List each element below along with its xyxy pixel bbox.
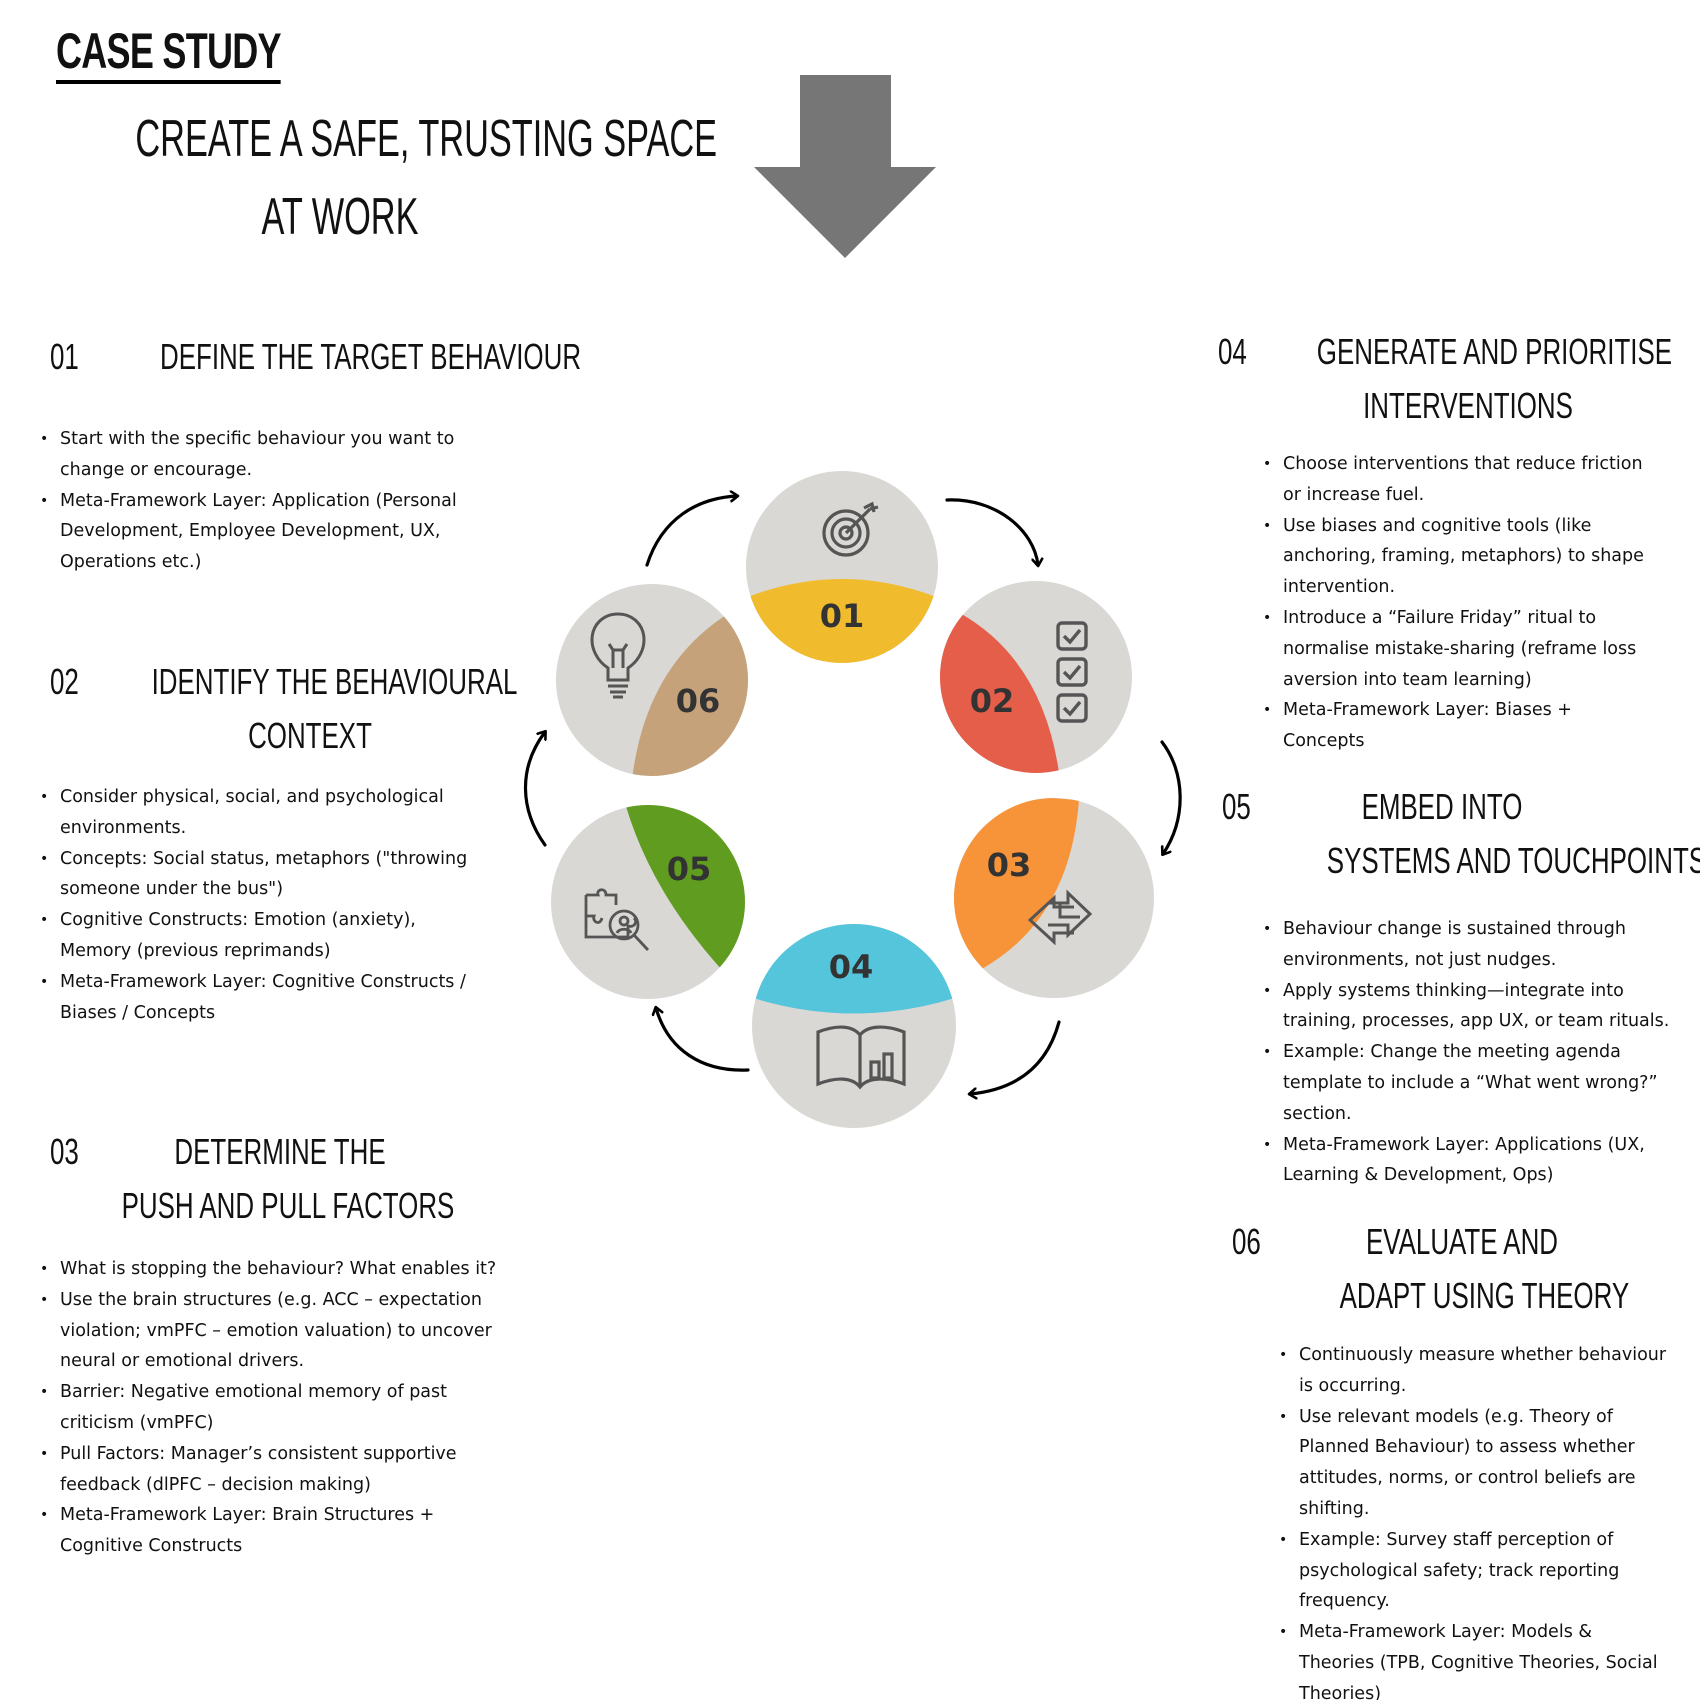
list-item: Use relevant models (e.g. Theory ofPlann… (1279, 1402, 1666, 1525)
section-05-bullets: Behaviour change is sustained throughenv… (1263, 914, 1669, 1191)
list-item: Example: Change the meeting agendatempla… (1263, 1037, 1669, 1129)
cycle-node-03: 03 (954, 798, 1154, 998)
cycle-node-06-label: 06 (676, 682, 721, 720)
cycle-node-01: 01 (746, 471, 938, 663)
list-item: Barrier: Negative emotional memory of pa… (40, 1377, 496, 1439)
section-06-number: 06 (1232, 1221, 1261, 1262)
list-item: Use biases and cognitive tools (likeanch… (1263, 511, 1644, 603)
list-item: Use the brain structures (e.g. ACC – exp… (40, 1285, 496, 1377)
section-01-title: DEFINE THE TARGET BEHAVIOUR (90, 330, 590, 384)
list-item: Behaviour change is sustained throughenv… (1263, 914, 1669, 976)
cycle-connectors (523, 496, 1182, 1094)
section-06-title: EVALUATE AND ADAPT USING THEORY (1292, 1215, 1632, 1323)
cycle-node-03-label: 03 (987, 846, 1032, 884)
list-item: Choose interventions that reduce frictio… (1263, 449, 1644, 511)
list-item: What is stopping the behaviour? What ena… (40, 1254, 496, 1285)
section-03-title: DETERMINE THE PUSH AND PULL FACTORS (60, 1125, 500, 1233)
list-item: Apply systems thinking—integrate intotra… (1263, 976, 1669, 1038)
cycle-node-04-label: 04 (829, 948, 874, 986)
connector-03-04 (970, 1020, 1061, 1094)
list-item: Consider physical, social, and psycholog… (40, 782, 467, 844)
list-item: Cognitive Constructs: Emotion (anxiety),… (40, 905, 467, 967)
section-03-title-line-1: DETERMINE THE (174, 1131, 386, 1172)
connector-02-03 (1160, 740, 1182, 854)
page-title-line-2: AT WORK (261, 188, 419, 246)
list-item: Pull Factors: Manager’s consistent suppo… (40, 1439, 496, 1501)
list-item: Concepts: Social status, metaphors ("thr… (40, 844, 467, 906)
section-06-title-line-1: EVALUATE AND (1365, 1221, 1559, 1262)
connector-01-02 (945, 498, 1038, 565)
cycle-node-02-label: 02 (970, 682, 1015, 720)
list-item: Meta-Framework Layer: Cognitive Construc… (40, 967, 467, 1029)
cycle-node-01-label: 01 (820, 597, 865, 635)
section-04-bullets: Choose interventions that reduce frictio… (1263, 449, 1644, 757)
page-title: CREATE A SAFE, TRUSTING SPACE AT WORK (30, 100, 718, 256)
section-06-title-line-2: ADAPT USING THEORY (1339, 1275, 1630, 1316)
list-item: Example: Survey staff perception ofpsych… (1279, 1525, 1666, 1617)
cycle-node-06: 06 (556, 584, 748, 776)
section-02-title-line-2: CONTEXT (248, 715, 372, 756)
book-chart-icon (816, 1025, 906, 1090)
list-item: Meta-Framework Layer: Applications (UX,L… (1263, 1130, 1669, 1192)
section-05-number: 05 (1222, 786, 1251, 827)
target-icon (822, 501, 879, 557)
section-02-title-line-1: IDENTIFY THE BEHAVIOURAL (151, 661, 518, 702)
section-05-title-line-1: EMBED INTO (1361, 786, 1523, 827)
connector-05-06 (523, 732, 545, 847)
section-05-title-line-2: SYSTEMS AND TOUCHPOINTS (1326, 840, 1700, 881)
section-06-bullets: Continuously measure whether behaviouris… (1279, 1340, 1666, 1700)
connector-04-05 (656, 1008, 750, 1072)
checklist-icon (1056, 621, 1088, 723)
section-01-number: 01 (50, 336, 79, 377)
section-02-bullets: Consider physical, social, and psycholog… (40, 782, 467, 1028)
section-03-number: 03 (50, 1131, 79, 1172)
puzzle-search-icon (584, 888, 650, 951)
section-02-title: IDENTIFY THE BEHAVIOURAL CONTEXT (90, 655, 530, 763)
exchange-arrows-icon (1027, 889, 1093, 946)
list-item: Meta-Framework Layer: Models &Theories (… (1279, 1617, 1666, 1700)
list-item: Continuously measure whether behaviouris… (1279, 1340, 1666, 1402)
list-item: Meta-Framework Layer: Application (Perso… (40, 486, 457, 578)
section-02-number: 02 (50, 661, 79, 702)
cycle-node-05-label: 05 (667, 850, 712, 888)
case-study-heading: CASE STUDY (56, 22, 282, 84)
section-01-title-line: DEFINE THE TARGET BEHAVIOUR (160, 336, 582, 377)
section-03-bullets: What is stopping the behaviour? What ena… (40, 1254, 496, 1562)
list-item: Meta-Framework Layer: Brain Structures +… (40, 1500, 496, 1562)
cycle-node-04: 04 (752, 924, 956, 1128)
list-item: Introduce a “Failure Friday” ritual tono… (1263, 603, 1644, 695)
cycle-diagram: 01 02 03 04 (523, 75, 1182, 1128)
section-01-bullets: Start with the specific behaviour you wa… (40, 424, 457, 578)
cycle-node-02: 02 (940, 581, 1132, 773)
connector-06-01 (645, 496, 737, 567)
down-arrow-icon (754, 75, 936, 258)
page-title-line-1: CREATE A SAFE, TRUSTING SPACE (135, 110, 718, 168)
list-item: Meta-Framework Layer: Biases +Concepts (1263, 695, 1644, 757)
section-04-title: GENERATE AND PRIORITISE INTERVENTIONS (1258, 325, 1678, 433)
list-item: Start with the specific behaviour you wa… (40, 424, 457, 486)
section-05-title: EMBED INTO SYSTEMS AND TOUCHPOINTS (1282, 780, 1700, 888)
section-04-title-line-1: GENERATE AND PRIORITISE (1316, 331, 1673, 372)
section-03-title-line-2: PUSH AND PULL FACTORS (121, 1185, 455, 1226)
lightbulb-icon (590, 612, 646, 699)
section-04-title-line-2: INTERVENTIONS (1363, 385, 1573, 426)
section-04-number: 04 (1218, 331, 1247, 372)
cycle-node-05: 05 (551, 805, 745, 999)
